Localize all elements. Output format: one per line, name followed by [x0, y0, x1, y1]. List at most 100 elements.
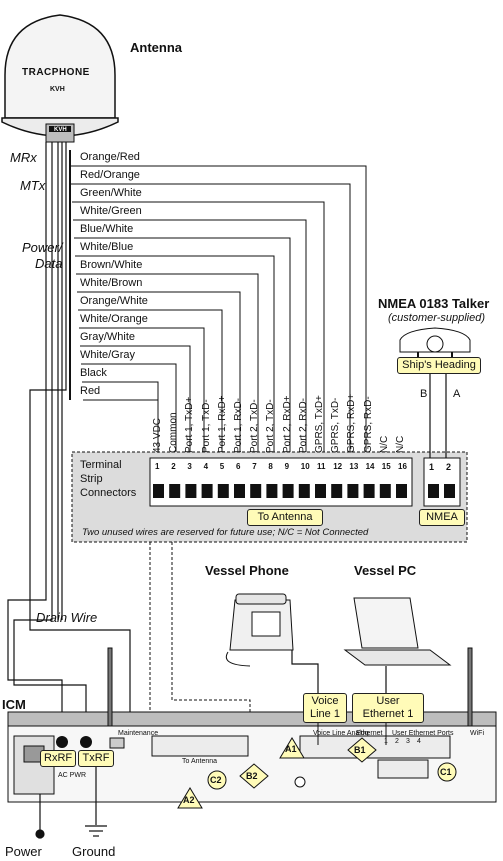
terminal-signal: 43 VDC: [152, 417, 163, 453]
user-ethernet-label: User Ethernet 1: [352, 693, 424, 723]
mrx-cable: [7, 142, 63, 738]
antenna-logo-small: KVH: [54, 127, 67, 133]
panel-wifi-text: WiFi: [470, 730, 484, 737]
phone-icon: [225, 593, 319, 700]
marker-a2-label: A2: [183, 795, 195, 805]
marker-a1-label: A1: [285, 744, 297, 754]
power-ground: [35, 760, 107, 839]
terminal-signal: N/C: [378, 435, 390, 453]
marker-a2: [177, 787, 203, 809]
bundle-wire: [83, 399, 159, 458]
nmea-pin-1: 1: [429, 462, 435, 472]
terminal-block: [396, 484, 407, 498]
wire-label: White/Orange: [80, 313, 148, 325]
marker-b1: [347, 737, 377, 763]
terminal-block: [266, 484, 278, 498]
terminal-pin: 7: [252, 462, 257, 471]
wire-label: Green/White: [80, 187, 142, 199]
terminal-pin: 3: [187, 462, 192, 471]
marker-b1-label: B1: [354, 745, 366, 755]
terminal-signal: Common: [168, 412, 180, 453]
terminal-signal: Port 2, TxD-: [249, 399, 261, 453]
bundle-wire: [80, 345, 191, 458]
terminal-signal: Port 1, RxD-: [233, 397, 244, 453]
wire-label: Red/Orange: [80, 169, 140, 181]
terminal-pin: 10: [300, 462, 310, 471]
nmea-pin-b: B: [420, 388, 428, 400]
wire-label: Blue/White: [80, 223, 134, 235]
ground-label: Ground: [72, 844, 116, 859]
panel-serial-text: Maintenance: [118, 730, 159, 737]
panel-voice-text: Voice Line Analog: [313, 730, 369, 737]
terminal-block: [315, 484, 326, 498]
wire-label: White/Gray: [80, 349, 136, 361]
bundle-wire: [72, 201, 325, 458]
terminal-note: Two unused wires are reserved for future…: [82, 527, 369, 538]
marker-b2-label: B2: [246, 771, 258, 781]
bundle-wire: [79, 327, 205, 458]
terminal-block: [363, 484, 375, 498]
marker-c2: [207, 770, 227, 790]
panel-to-antenna-text: To Antenna: [182, 758, 218, 765]
marker-c2-label: C2: [210, 775, 222, 785]
to-antenna-label: To Antenna: [247, 509, 323, 526]
wire-label: Orange/Red: [80, 151, 140, 163]
nmea-title: NMEA 0183 Talker: [378, 296, 490, 311]
terminal-pin: 12: [333, 462, 343, 471]
terminal-block: [298, 484, 310, 498]
wire-label: Brown/White: [80, 259, 143, 271]
antenna-brand: TRACPHONE: [22, 67, 90, 78]
bundle-wire: [70, 165, 367, 458]
terminal-strip-label: Terminal Strip Connectors: [80, 459, 137, 499]
antenna-title: Antenna: [130, 40, 182, 55]
terminal-signal: GPRS, RxD+: [346, 393, 358, 453]
terminal-block: [201, 484, 213, 498]
rxrf-label: RxRF: [40, 750, 76, 767]
panel-port-number: 1: [384, 738, 388, 745]
terminal-block: [185, 484, 197, 498]
bundle-wire: [78, 309, 223, 458]
antenna-dome: [1, 14, 119, 143]
markers: [177, 737, 457, 809]
terminal-block: [282, 484, 294, 498]
terminal-pin: 4: [203, 462, 209, 471]
marker-c1: [437, 762, 457, 782]
mtx-label: MTx: [20, 178, 46, 193]
terminal-pin: 9: [284, 462, 290, 471]
terminal-block: [250, 484, 262, 498]
bundle-wire: [75, 255, 275, 458]
laptop-icon: [343, 597, 452, 700]
vessel-pc-title: Vessel PC: [354, 563, 417, 578]
bundle-wire: [76, 273, 259, 458]
terminal-pin: 6: [236, 462, 241, 471]
wire-label: White/Blue: [80, 241, 134, 253]
bundle-wire: [74, 237, 291, 458]
terminal-signal: GPRS, TxD+: [314, 395, 325, 453]
marker-a1: [279, 737, 305, 759]
nmea-connector-label: NMEA: [419, 509, 465, 526]
terminal-signal: Port 1, RxD+: [216, 395, 228, 453]
ships-heading-label: Ship's Heading: [397, 357, 481, 374]
panel-user-ports-text: User Ethernet Ports: [392, 730, 454, 737]
wire-label: Black: [80, 367, 107, 379]
terminal-signal: Port 1, TxD+: [184, 396, 196, 453]
wire-label: Red: [80, 385, 101, 397]
bundle-wires: [69, 150, 367, 458]
wire-label: Gray/White: [80, 331, 136, 343]
terminal-block: [379, 484, 391, 498]
terminal-signal: Port 2, RxD-: [297, 397, 309, 453]
nmea-block: [428, 484, 439, 498]
terminal-block: [347, 484, 359, 498]
bundle-wire: [77, 291, 241, 458]
terminal-signal: N/C: [395, 435, 406, 453]
power-data-label: Power/ Data: [22, 240, 63, 271]
panel-ac-text: AC PWR: [58, 772, 86, 779]
icm-title: ICM: [2, 697, 26, 712]
terminal-signal: GPRS, RxD-: [362, 396, 374, 453]
txrf-label: TxRF: [78, 750, 114, 767]
panel-port-number: 4: [417, 738, 421, 745]
drain-wire-label: Drain Wire: [36, 610, 98, 625]
voice-line-label: Voice Line 1: [303, 693, 347, 723]
wire-label: White/Green: [80, 205, 142, 217]
